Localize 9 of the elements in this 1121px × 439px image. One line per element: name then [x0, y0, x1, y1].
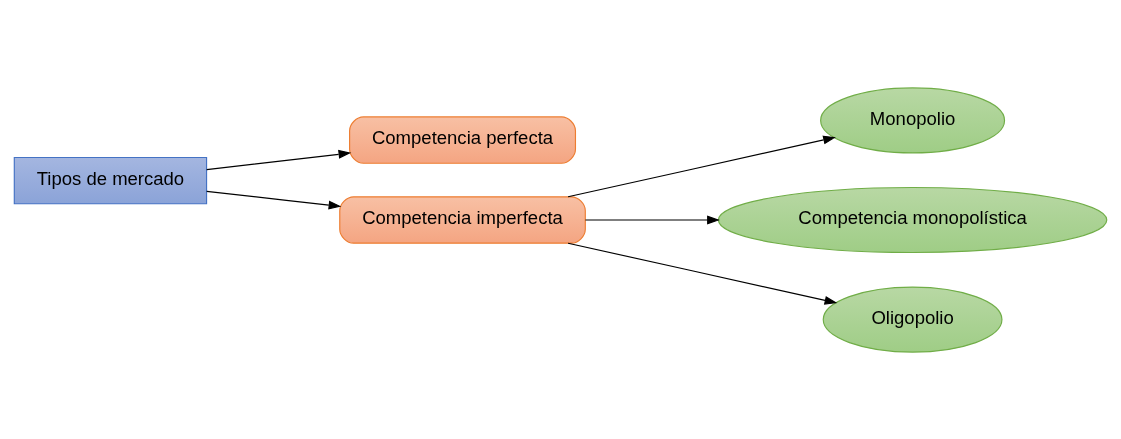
arrow [206, 190, 342, 209]
arrow [584, 215, 720, 224]
node-box: Competencia perfecta [349, 115, 577, 164]
node-box: Competencia imperfecta [339, 195, 586, 244]
node-ellipse: Competencia monopolística [717, 186, 1108, 253]
arrow [567, 242, 838, 305]
arrow [567, 135, 836, 197]
arrow [206, 149, 352, 170]
node-box: Tipos de mercado [13, 156, 208, 204]
